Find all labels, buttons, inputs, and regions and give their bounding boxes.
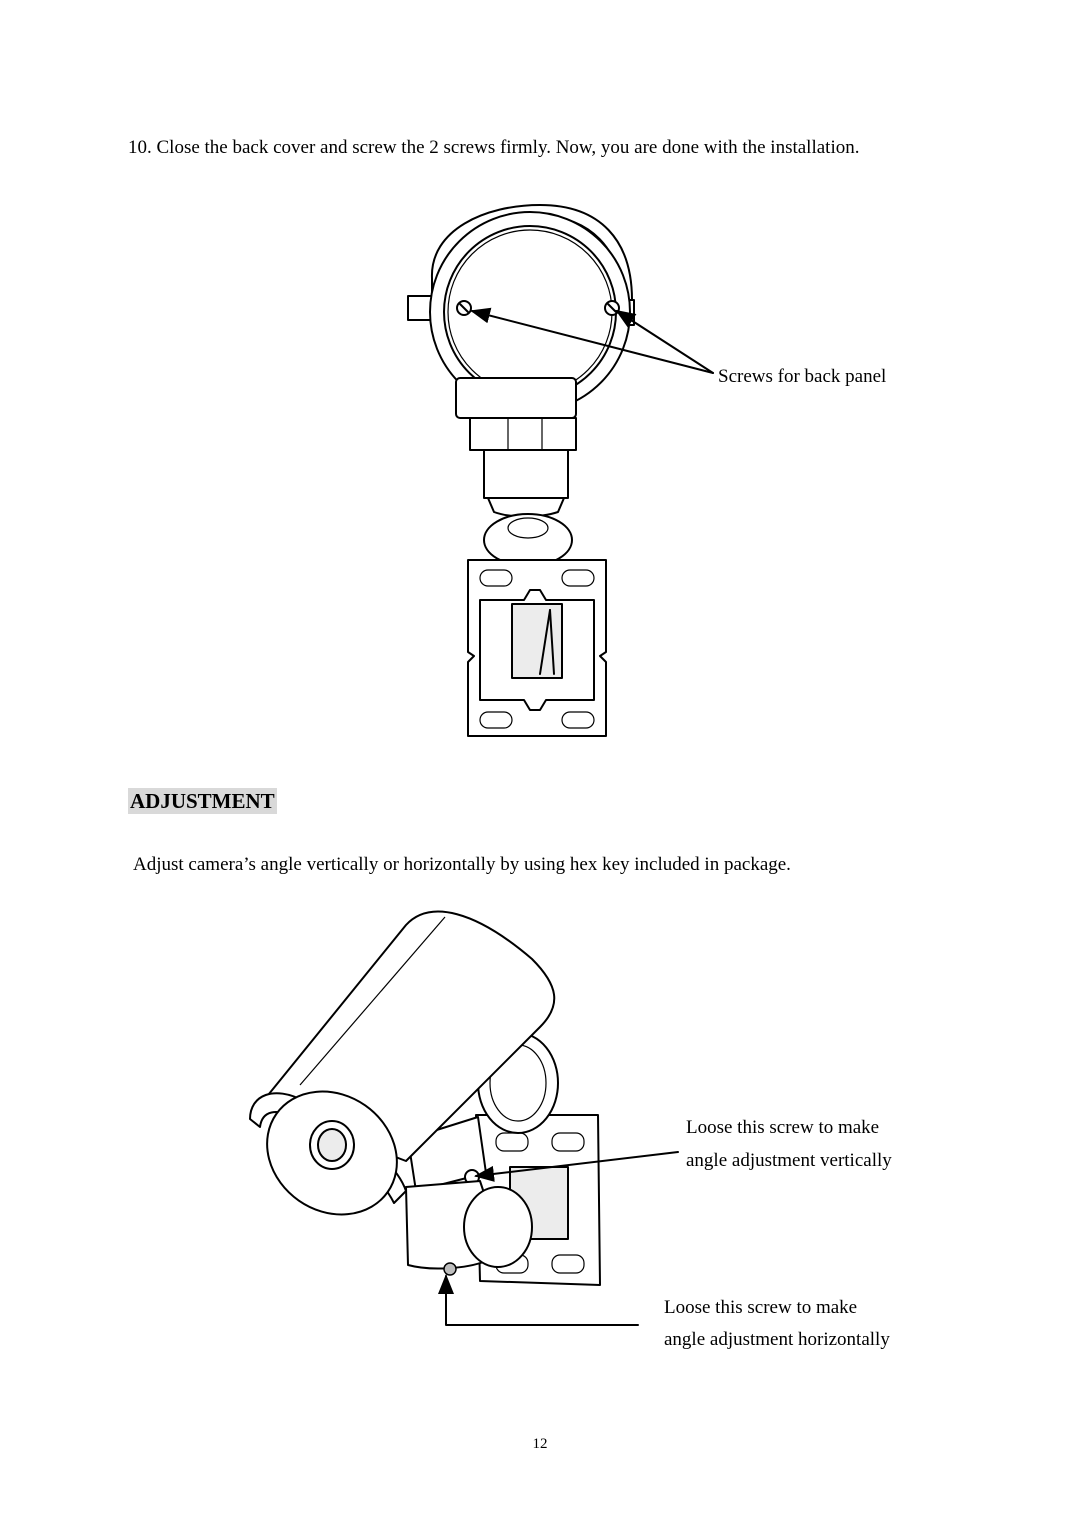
camera-back-view-illustration: [407, 204, 635, 737]
camera-adjustment-illustration: [249, 910, 601, 1286]
section-heading: ADJUSTMENT: [128, 788, 277, 815]
vertical-screw-callout-line1: Loose this screw to make: [686, 1117, 880, 1138]
page-number: 12: [532, 1436, 548, 1452]
adjustment-instruction: Adjust camera’s angle vertically or hori…: [133, 854, 791, 875]
horizontal-screw-callout-line2: angle adjustment horizontally: [664, 1329, 890, 1350]
horizontal-screw-callout-line1: Loose this screw to make: [664, 1297, 858, 1318]
screws-callout-label: Screws for back panel: [718, 366, 887, 387]
vertical-screw-callout-line2: angle adjustment vertically: [686, 1150, 892, 1171]
step-10-instruction: 10. Close the back cover and screw the 2…: [128, 137, 860, 158]
